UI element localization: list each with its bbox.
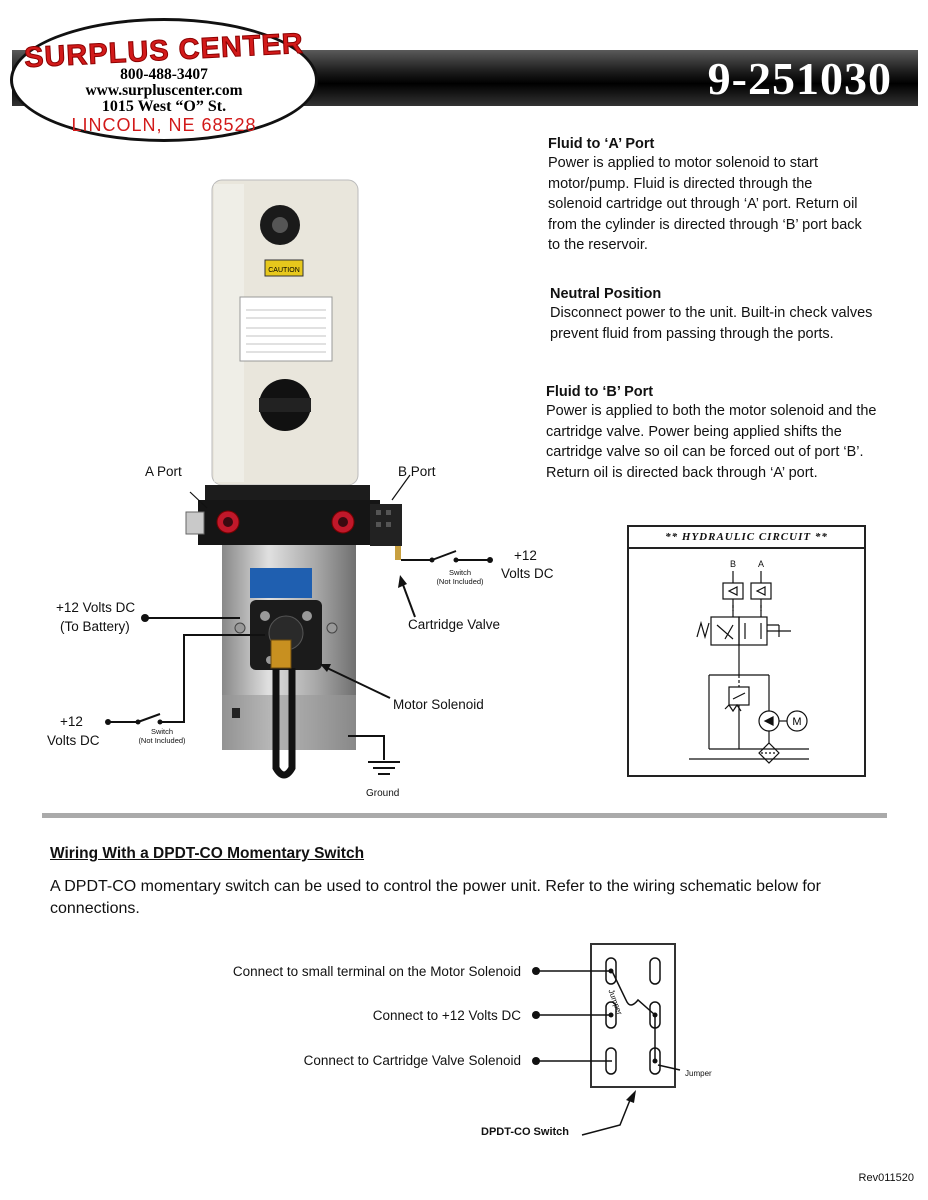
logo-phone: 800-488-3407 — [120, 66, 208, 83]
connection-motor-solenoid: Connect to small terminal on the Motor S… — [232, 964, 521, 979]
circuit-motor-label: M — [792, 716, 801, 728]
company-logo: SURPLUS CENTER 800-488-3407 www.surplusc… — [10, 18, 318, 142]
desc-line: from the cylinder is directed through ‘B… — [548, 216, 862, 233]
label-volts-right: Volts DC — [501, 566, 554, 581]
wiring-body: A DPDT-CO momentary switch can be used t… — [50, 878, 821, 917]
hydraulic-schematic: M — [689, 571, 809, 764]
desc-line: Power is applied to both the motor solen… — [546, 403, 877, 419]
label-plus12-left: +12 — [60, 714, 83, 729]
switch-left-line2: (Not Included) — [138, 736, 186, 745]
cable-handle — [272, 648, 296, 779]
dpdt-switch-label: DPDT-CO Switch — [481, 1126, 570, 1138]
desc-line: cartridge valve. Power being applied shi… — [546, 423, 842, 440]
hydraulic-circuit-title: ** HYDRAULIC CIRCUIT ** — [665, 531, 828, 543]
desc-neutral: Neutral Position Disconnect power to the… — [550, 286, 910, 344]
switch-left-line1: Switch — [150, 727, 174, 736]
desc-line: prevent fluid from passing through the p… — [550, 325, 834, 342]
switch-right-line1: Switch — [448, 568, 472, 577]
connection-plus12: Connect to +12 Volts DC — [372, 1008, 521, 1023]
revision-number: Rev011520 — [858, 1172, 914, 1184]
logo-city: LINCOLN, NE 68528 — [71, 115, 257, 135]
power-unit-illustration: CAUTION — [105, 179, 493, 779]
connection-cartridge: Connect to Cartridge Valve Solenoid — [303, 1053, 521, 1068]
switch-right-line2: (Not Included) — [436, 577, 484, 586]
desc-line: Power is applied to motor solenoid to st… — [548, 155, 818, 171]
desc-line: solenoid cartridge out through ‘A’ port.… — [548, 196, 858, 212]
label-b-port: B Port — [398, 464, 436, 479]
desc-line: Disconnect power to the unit. Built-in c… — [550, 305, 873, 321]
label-switch-right: Switch (Not Included) — [430, 568, 490, 586]
label-battery-volts: +12 Volts DC — [56, 600, 136, 615]
section-divider — [42, 813, 887, 818]
desc-fluid-b-title: Fluid to ‘B’ Port — [546, 384, 654, 400]
hydraulic-circuit-box: ** HYDRAULIC CIRCUIT ** B A — [627, 525, 866, 777]
circuit-port-a: A — [758, 559, 765, 569]
desc-line: motor/pump. Fluid is directed through th… — [548, 175, 813, 192]
logo-address: 1015 West “O” St. — [101, 98, 227, 115]
label-volts-left: Volts DC — [47, 733, 100, 748]
desc-fluid-b: Fluid to ‘B’ Port Power is applied to bo… — [546, 384, 916, 483]
label-ground: Ground — [366, 788, 400, 799]
desc-fluid-a-title: Fluid to ‘A’ Port — [548, 136, 655, 152]
jumper-label-2: Jumper — [685, 1069, 712, 1078]
spec-label — [239, 296, 333, 362]
desc-line: Return oil is directed back through ‘A’ … — [546, 464, 818, 481]
caution-text: CAUTION — [268, 267, 300, 274]
wiring-heading: Wiring With a DPDT-CO Momentary Switch — [50, 845, 365, 862]
circuit-port-b: B — [730, 559, 737, 569]
desc-fluid-a: Fluid to ‘A’ Port Power is applied to mo… — [548, 136, 908, 256]
desc-line: cartridge valve so oil can be forced out… — [546, 444, 864, 460]
label-plus12-right: +12 — [514, 548, 537, 563]
label-a-port: A Port — [145, 464, 182, 479]
desc-neutral-title: Neutral Position — [550, 286, 662, 302]
logo-website: www.surpluscenter.com — [85, 82, 243, 99]
part-number: 9-251030 — [707, 53, 892, 104]
desc-line: to the reservoir. — [548, 237, 648, 253]
label-motor-solenoid: Motor Solenoid — [393, 697, 484, 712]
label-switch-left: Switch (Not Included) — [132, 727, 192, 745]
caution-sticker — [264, 259, 304, 277]
dpdt-wiring-schematic — [532, 957, 681, 1136]
label-cartridge-valve: Cartridge Valve — [408, 617, 501, 632]
motor-label — [250, 568, 312, 598]
label-to-battery: (To Battery) — [60, 619, 130, 634]
